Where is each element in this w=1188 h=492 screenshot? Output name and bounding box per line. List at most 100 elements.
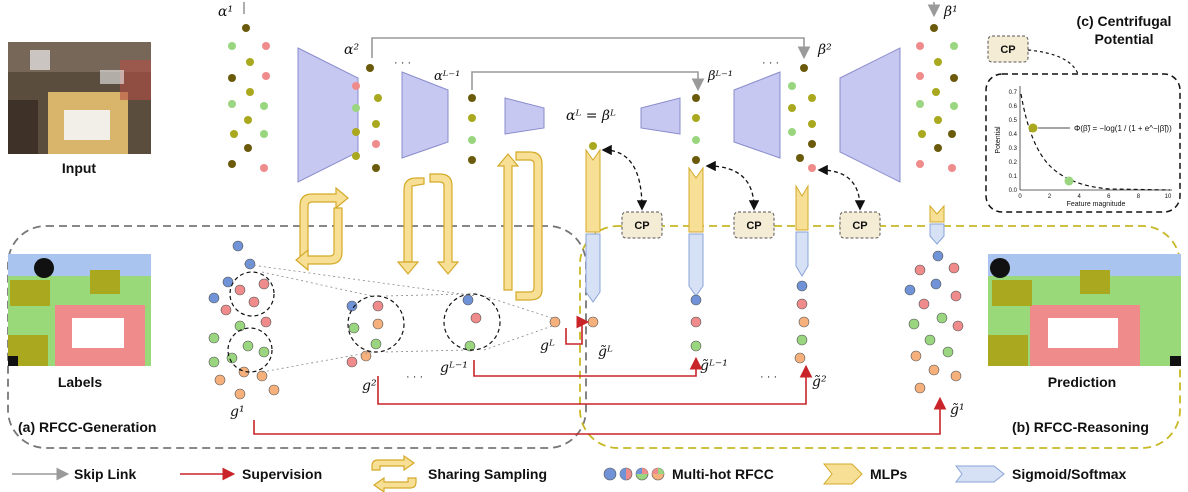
legend-skip-text: Skip Link	[74, 466, 136, 482]
legend: Skip Link Supervision Sharing Sampling M…	[12, 454, 1127, 492]
gt2-symbol: g̃²	[812, 374, 827, 390]
g2-cluster	[347, 295, 405, 353]
g2-dots	[346, 300, 384, 368]
legend-mlps-icon	[822, 463, 863, 485]
prediction-image	[988, 254, 1181, 366]
cp-box-1: CP	[621, 211, 663, 239]
beta2-symbol: β²	[817, 42, 832, 58]
legend-multihot-text: Multi-hot RFCC	[672, 466, 774, 482]
betaL1-dots	[692, 94, 700, 164]
encoder-block-2	[401, 71, 449, 159]
dots-1: · · ·	[394, 57, 411, 69]
sharing-sampling-1	[295, 186, 349, 272]
svg-text:CP: CP	[746, 220, 761, 232]
generation-label: (a) RFCC-Generation	[18, 419, 156, 435]
beta2-dots	[788, 64, 816, 172]
gtL1-dots	[690, 294, 702, 352]
potential-point-2	[1064, 176, 1074, 186]
alphaL-symbol: αᴸ = βᴸ	[566, 108, 616, 124]
mlp-column-1	[929, 204, 945, 245]
potential-title-1: (c) Centrifugal	[1077, 13, 1172, 29]
potential-ylabel: Potential	[995, 126, 1002, 154]
g1-cluster-1	[229, 271, 275, 317]
legend-supervision-text: Supervision	[242, 466, 322, 482]
betaL1-symbol: βᴸ⁻¹	[707, 69, 733, 84]
cp-leader	[1027, 49, 1079, 75]
ytick-label: 0.0	[1009, 188, 1018, 194]
beta1-symbol: β¹	[943, 4, 958, 20]
beta1-dots	[916, 24, 958, 172]
potential-curve	[1020, 93, 1171, 191]
svg-text:CP: CP	[852, 220, 867, 232]
legend-multihot-icon	[603, 467, 665, 481]
cp-arrow-3	[817, 164, 866, 211]
g1-dots	[208, 240, 280, 400]
dots-2: · · ·	[762, 57, 779, 69]
potential-title-2: Potential	[1094, 31, 1153, 47]
decoder-block-1	[839, 47, 901, 183]
svg-text:CP: CP	[1000, 44, 1015, 56]
xtick-label: 10	[1165, 194, 1172, 200]
alphaL1-dots	[468, 94, 476, 164]
generation-panel	[7, 225, 587, 449]
g1-symbol: g¹	[230, 404, 245, 420]
xtick-label: 8	[1137, 194, 1141, 200]
legend-sigmoid-icon	[955, 465, 1005, 483]
mlp-column-L	[585, 148, 601, 303]
dots-3: · · ·	[406, 371, 423, 383]
gt1-symbol: g̃¹	[950, 402, 965, 418]
cp-arrow-1	[601, 144, 648, 211]
prediction-label: Prediction	[1048, 374, 1116, 390]
potential-yticks: 0.0 0.1 0.2 0.3 0.4 0.5 0.6 0.7	[1009, 90, 1018, 194]
skip-link-2	[371, 37, 811, 60]
alpha1-dots	[228, 24, 270, 172]
dots-4: · · ·	[760, 371, 777, 383]
gL1-cluster	[443, 293, 501, 351]
legend-sharing-icon	[371, 454, 417, 492]
reasoning-label: (b) RFCC-Reasoning	[1012, 419, 1149, 435]
alpha2-symbol: α²	[344, 42, 359, 58]
g1-cluster-2	[227, 327, 273, 373]
input-image	[8, 42, 151, 154]
ytick-label: 0.6	[1009, 104, 1018, 110]
supervision-1	[253, 396, 947, 435]
ytick-label: 0.4	[1009, 132, 1018, 138]
g2-symbol: g²	[362, 378, 377, 394]
gL1-symbol: gᴸ⁻¹	[440, 360, 468, 376]
ytick-label: 0.5	[1009, 118, 1018, 124]
encoder-block-1	[297, 47, 359, 183]
gL-dots	[549, 316, 561, 328]
potential-xlabel: Feature magnitude	[1067, 201, 1126, 208]
decoder-block-2	[733, 71, 781, 159]
cp-arrow-2	[705, 160, 760, 211]
legend-sigmoid-text: Sigmoid/Softmax	[1012, 466, 1127, 482]
legend-sharing-text: Sharing Sampling	[428, 466, 547, 482]
cluster-connectors	[243, 263, 553, 373]
ytick-label: 0.7	[1009, 90, 1018, 96]
xtick-label: 2	[1048, 194, 1052, 200]
mlp-column-2	[795, 184, 809, 277]
gL1-dots	[462, 294, 482, 352]
xtick-label: 6	[1107, 194, 1111, 200]
skip-link-L1	[471, 71, 705, 92]
potential-point-1	[1028, 123, 1038, 133]
potential-formula: Φ(β̃) = −log(1 / (1 + e^−|β̃|))	[1074, 124, 1172, 133]
gtL-dots	[587, 316, 599, 328]
sharing-sampling-3	[496, 151, 543, 301]
ytick-label: 0.1	[1009, 174, 1018, 180]
gtL-symbol: g̃ᴸ	[598, 344, 613, 360]
svg-text:CP: CP	[634, 220, 649, 232]
ytick-label: 0.3	[1009, 146, 1018, 152]
gtL1-symbol: g̃ᴸ⁻¹	[700, 358, 728, 374]
cp-box-2: CP	[733, 211, 775, 239]
mlp-column-L1	[688, 166, 704, 297]
ytick-label: 0.2	[1009, 160, 1018, 166]
xtick-label: 4	[1078, 194, 1082, 200]
sharing-sampling-2	[396, 173, 460, 275]
legend-mlps-text: MLPs	[870, 466, 908, 482]
supervision-L	[565, 315, 590, 345]
labels-label: Labels	[58, 374, 103, 390]
cp-box-3: CP	[839, 211, 881, 239]
